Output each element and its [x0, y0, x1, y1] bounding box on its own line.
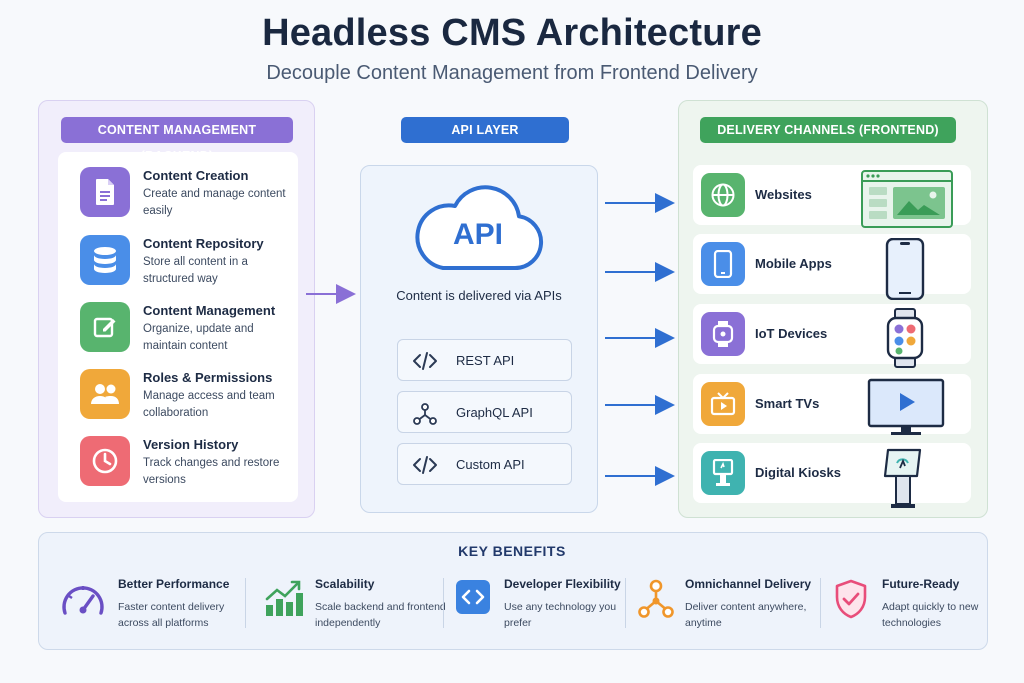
custom-api-item: Custom API	[397, 443, 572, 485]
database-icon	[80, 235, 130, 285]
channel-label: Mobile Apps	[755, 256, 832, 271]
key-benefits-title: KEY BENEFITS	[458, 543, 566, 559]
globe-icon	[701, 173, 745, 217]
benefit-better-performance: Better Performance Faster content delive…	[60, 575, 240, 635]
rest-api-item: REST API	[397, 339, 572, 381]
feature-content-management: Content Management Organize, update and …	[80, 300, 300, 360]
benefit-divider	[820, 578, 821, 628]
phone-device-icon	[885, 238, 925, 300]
network-icon	[638, 579, 674, 618]
code-icon	[456, 580, 490, 614]
feature-desc: Track changes and restore versions	[143, 457, 280, 486]
benefit-divider	[245, 578, 246, 628]
clock-icon	[80, 436, 130, 486]
watch-device-icon	[886, 308, 924, 368]
kiosk-device-icon	[883, 448, 922, 508]
feature-roles-permissions: Roles & Permissions Manage access and te…	[80, 367, 300, 427]
feature-desc: Organize, update and maintain content	[143, 323, 254, 352]
benefit-desc: Use any technology you prefer	[504, 601, 617, 629]
feature-version-history: Version History Track changes and restor…	[80, 434, 300, 494]
api-layer-label: API LAYER	[401, 117, 569, 143]
channel-label: Digital Kiosks	[755, 465, 841, 480]
shield-check-icon	[835, 579, 867, 619]
benefit-title: Developer Flexibility	[504, 577, 621, 591]
graphql-api-item: GraphQL API	[397, 391, 572, 433]
benefits-panel	[38, 532, 988, 650]
graph-icon	[413, 403, 437, 425]
benefit-scalability: Scalability Scale backend and frontend i…	[264, 575, 446, 635]
benefit-developer-flexibility: Developer Flexibility Use any technology…	[455, 575, 635, 635]
feature-title: Content Management	[143, 303, 276, 318]
channel-label: IoT Devices	[755, 326, 828, 341]
feature-content-repository: Content Repository Store all content in …	[80, 233, 300, 293]
benefit-desc: Faster content delivery across all platf…	[118, 601, 225, 629]
page-subtitle: Decouple Content Management from Fronten…	[266, 62, 758, 84]
code-icon	[413, 456, 437, 474]
backend-label: CONTENT MANAGEMENT (BACKEND)	[61, 117, 293, 163]
benefit-desc: Scale backend and frontend independently	[315, 601, 446, 629]
code-icon	[413, 352, 437, 370]
benefit-title: Future-Ready	[882, 577, 960, 591]
channel-iot-devices: IoT Devices	[693, 304, 971, 368]
tv-device-icon	[867, 378, 945, 435]
benefit-title: Scalability	[315, 577, 375, 591]
api-type-label: Custom API	[456, 457, 525, 472]
benefit-desc: Deliver content anywhere, anytime	[685, 601, 807, 629]
cloud-icon	[415, 185, 544, 271]
channel-label: Smart TVs	[755, 396, 820, 411]
benefit-omnichannel-delivery: Omnichannel Delivery Deliver content any…	[638, 575, 818, 635]
channel-digital-kiosks: Digital Kiosks	[693, 443, 971, 508]
speedometer-icon	[62, 586, 104, 615]
kiosk-icon	[701, 451, 745, 495]
frontend-label: DELIVERY CHANNELS (FRONTEND)	[700, 117, 956, 143]
benefit-future-ready: Future-Ready Adapt quickly to new techno…	[834, 575, 984, 635]
channel-label: Websites	[755, 187, 812, 202]
benefit-title: Better Performance	[118, 577, 230, 591]
smartwatch-icon	[701, 312, 745, 356]
document-icon	[80, 167, 130, 217]
feature-title: Content Creation	[143, 168, 249, 183]
browser-window-icon	[861, 170, 953, 228]
bar-chart-icon	[265, 580, 303, 616]
smartphone-icon	[701, 242, 745, 286]
feature-title: Version History	[143, 437, 239, 452]
channel-websites: Websites	[693, 165, 971, 228]
benefit-divider	[625, 578, 626, 628]
benefit-desc: Adapt quickly to new technologies	[882, 601, 979, 629]
cloud-api-text: API	[452, 218, 503, 251]
channel-mobile-apps: Mobile Apps	[693, 234, 971, 300]
feature-desc: Manage access and team collaboration	[143, 390, 275, 419]
api-type-label: GraphQL API	[456, 405, 533, 420]
api-type-label: REST API	[456, 353, 515, 368]
feature-desc: Create and manage content easily	[143, 188, 286, 217]
api-description: Content is delivered via APIs	[396, 288, 562, 303]
users-icon	[80, 369, 130, 419]
feature-content-creation: Content Creation Create and manage conte…	[80, 165, 300, 225]
feature-title: Roles & Permissions	[143, 370, 273, 385]
page-title: Headless CMS Architecture	[262, 12, 762, 54]
edit-icon	[80, 302, 130, 352]
benefit-divider	[443, 578, 444, 628]
feature-title: Content Repository	[143, 236, 264, 251]
benefit-title: Omnichannel Delivery	[685, 577, 812, 591]
channel-smart-tvs: Smart TVs	[693, 374, 971, 435]
tv-icon	[701, 382, 745, 426]
feature-desc: Store all content in a structured way	[143, 256, 248, 285]
